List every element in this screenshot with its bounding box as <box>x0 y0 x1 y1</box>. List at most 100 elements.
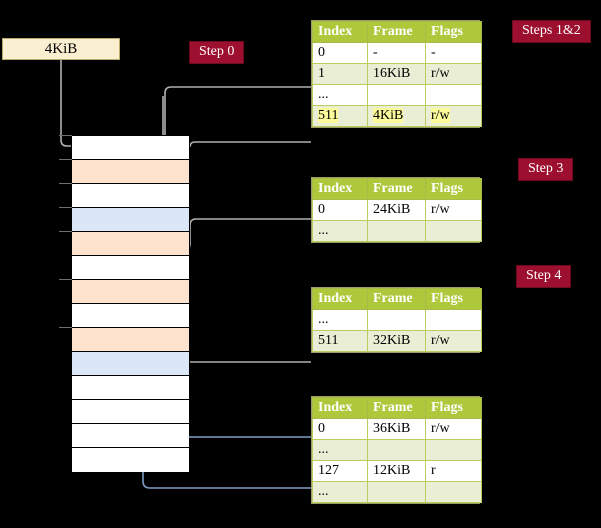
memory-frame-1 <box>72 160 189 184</box>
cell-index: ... <box>312 481 368 503</box>
physical-memory-column <box>71 135 190 472</box>
cell-frame: 24KiB <box>367 199 426 221</box>
source-page-box: 4KiB <box>2 38 120 60</box>
cell-frame: 32KiB <box>367 330 426 352</box>
cell-flags: r/w <box>425 199 482 221</box>
badge-step-4: Step 4 <box>516 265 572 289</box>
badge-step-0: Step 0 <box>189 41 245 65</box>
cell-frame: 16KiB <box>367 63 426 85</box>
memory-tick-1 <box>59 159 72 160</box>
cell-index: 0 <box>312 418 368 440</box>
cell-frame <box>367 481 426 503</box>
table-row: ... <box>312 481 482 503</box>
column-header-frame: Frame <box>367 397 426 419</box>
memory-tick-0 <box>59 135 72 136</box>
table-row: 0-- <box>312 42 482 64</box>
column-header-frame: Frame <box>367 178 426 200</box>
cell-frame: 36KiB <box>367 418 426 440</box>
column-header-frame: Frame <box>367 21 426 43</box>
badge-step-3: Step 3 <box>518 158 574 182</box>
wire-table3-row511 <box>174 309 311 363</box>
memory-frame-7 <box>72 304 189 328</box>
cell-index: ... <box>312 220 368 242</box>
memory-frame-9 <box>72 352 189 376</box>
highlighted-value: 511 <box>318 108 339 123</box>
memory-tick-2 <box>59 183 72 184</box>
column-header-index: Index <box>312 288 368 310</box>
cell-flags: - <box>425 42 482 64</box>
cell-flags <box>425 220 482 242</box>
memory-frame-5 <box>72 256 189 280</box>
memory-tick-4 <box>59 231 72 232</box>
column-header-index: Index <box>312 397 368 419</box>
cell-index: 511 <box>312 105 368 127</box>
column-header-flags: Flags <box>425 21 482 43</box>
cell-flags <box>425 84 482 106</box>
highlighted-value: r/w <box>431 108 450 123</box>
cell-index: 0 <box>312 42 368 64</box>
table-row: ... <box>312 220 482 242</box>
memory-tick-3 <box>59 207 72 208</box>
cell-flags: r/w <box>425 418 482 440</box>
column-header-frame: Frame <box>367 288 426 310</box>
source-page-label: 4KiB <box>44 40 78 57</box>
cell-index: ... <box>312 84 368 106</box>
memory-frame-6 <box>72 280 189 304</box>
memory-frame-8 <box>72 328 189 352</box>
cell-flags: r/w <box>425 330 482 352</box>
cell-index: ... <box>312 309 368 331</box>
highlighted-value: 4KiB <box>373 108 404 123</box>
memory-frame-4 <box>72 232 189 256</box>
wire-table1-row511 <box>189 141 311 148</box>
cell-index: 0 <box>312 199 368 221</box>
memory-tick-8 <box>59 327 72 328</box>
cell-frame: - <box>367 42 426 64</box>
badge-steps-1-2: Steps 1&2 <box>512 20 591 44</box>
memory-frame-11 <box>72 400 189 424</box>
cell-frame <box>367 84 426 106</box>
memory-frame-3 <box>72 208 189 232</box>
table-row: 511 4KiB r/w <box>312 105 482 127</box>
column-header-index: Index <box>312 21 368 43</box>
table-row: ... <box>312 309 482 331</box>
memory-frame-10 <box>72 376 189 400</box>
column-header-flags: Flags <box>425 397 482 419</box>
memory-frame-13 <box>72 448 189 472</box>
cell-index: ... <box>312 439 368 461</box>
column-header-flags: Flags <box>425 178 482 200</box>
cell-flags <box>425 481 482 503</box>
cell-frame: 4KiB <box>367 105 426 127</box>
cell-flags <box>425 439 482 461</box>
cell-flags: r <box>425 460 482 482</box>
cell-flags <box>425 309 482 331</box>
table-row: ... <box>312 84 482 106</box>
memory-frame-12 <box>72 424 189 448</box>
cell-frame <box>367 309 426 331</box>
cell-index: 1 <box>312 63 368 85</box>
table-row: ... <box>312 439 482 461</box>
memory-frame-2 <box>72 184 189 208</box>
memory-tick-6 <box>59 279 72 280</box>
cell-frame <box>367 220 426 242</box>
cell-index: 127 <box>312 460 368 482</box>
cell-index: 511 <box>312 330 368 352</box>
cell-flags: r/w <box>425 105 482 127</box>
cell-frame: 12KiB <box>367 460 426 482</box>
column-header-index: Index <box>312 178 368 200</box>
cell-frame <box>367 439 426 461</box>
column-header-flags: Flags <box>425 288 482 310</box>
memory-frame-0 <box>72 136 189 160</box>
